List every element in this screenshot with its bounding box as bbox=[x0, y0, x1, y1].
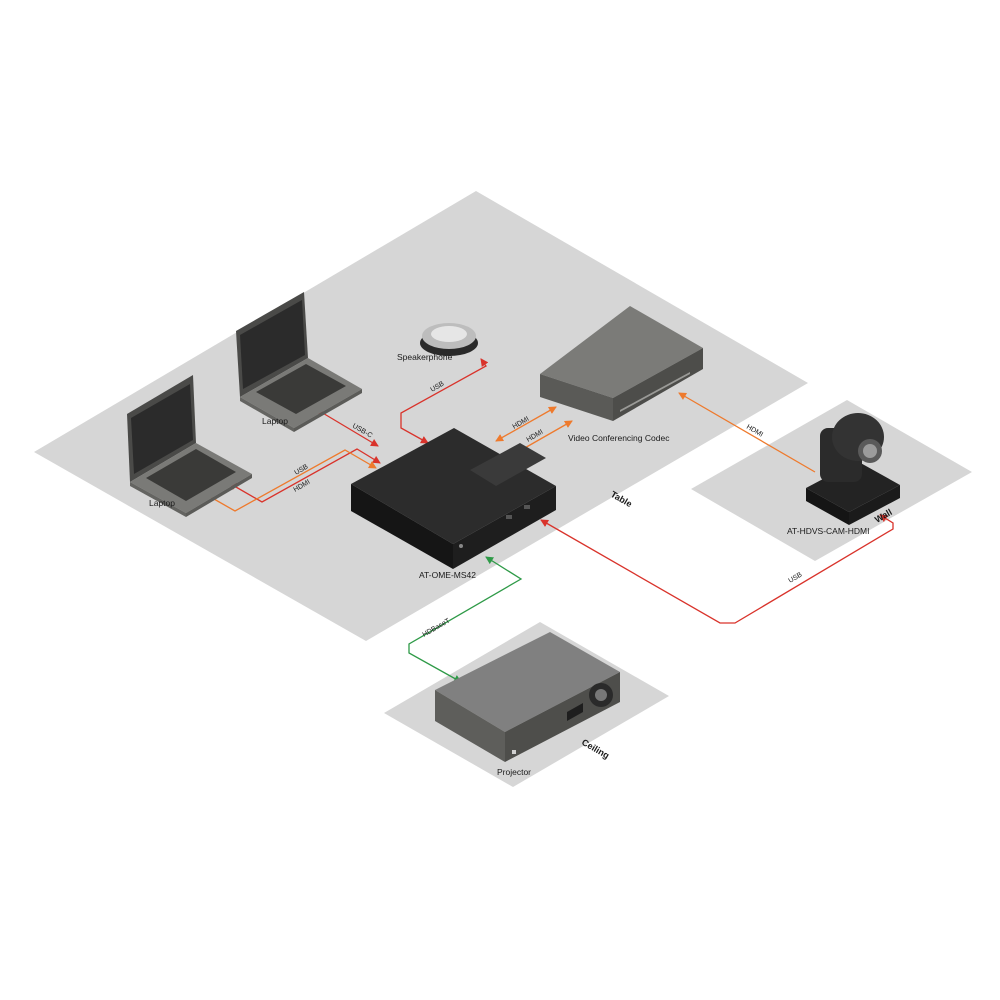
cable-laptop-left-hdmi bbox=[206, 449, 377, 512]
cable-projector-hdbaset bbox=[408, 556, 523, 683]
label-switcher: AT-OME-MS42 bbox=[419, 570, 476, 580]
label-table-zone: Table bbox=[609, 489, 634, 509]
cable-speakerphone-usb bbox=[400, 358, 489, 444]
label-projector-hdbaset: HDBaseT bbox=[422, 617, 452, 639]
label-camera: AT-HDVS-CAM-HDMI bbox=[787, 526, 869, 536]
label-ceiling-zone: Ceiling bbox=[580, 737, 611, 761]
cable-codec-hdmi-a bbox=[495, 406, 557, 442]
cable-camera-usb bbox=[540, 514, 894, 624]
label-laptop-left: Laptop bbox=[149, 498, 175, 508]
cable-camera-hdmi bbox=[678, 392, 816, 473]
label-projector: Projector bbox=[497, 767, 531, 777]
laptop-left bbox=[127, 375, 252, 517]
video-conferencing-codec bbox=[540, 306, 703, 421]
label-camera-usb: USB bbox=[788, 571, 804, 584]
cable-laptop-back-usbc bbox=[315, 408, 379, 447]
laptop-back bbox=[236, 292, 362, 432]
camera-ptz bbox=[806, 413, 900, 525]
cable-laptop-left-usb bbox=[228, 448, 381, 503]
label-codec: Video Conferencing Codec bbox=[568, 433, 670, 443]
at-ome-ms42-switcher bbox=[351, 428, 556, 569]
projector bbox=[435, 632, 620, 762]
label-laptop-back: Laptop bbox=[262, 416, 288, 426]
label-speakerphone: Speakerphone bbox=[397, 352, 453, 362]
speakerphone bbox=[420, 323, 478, 356]
